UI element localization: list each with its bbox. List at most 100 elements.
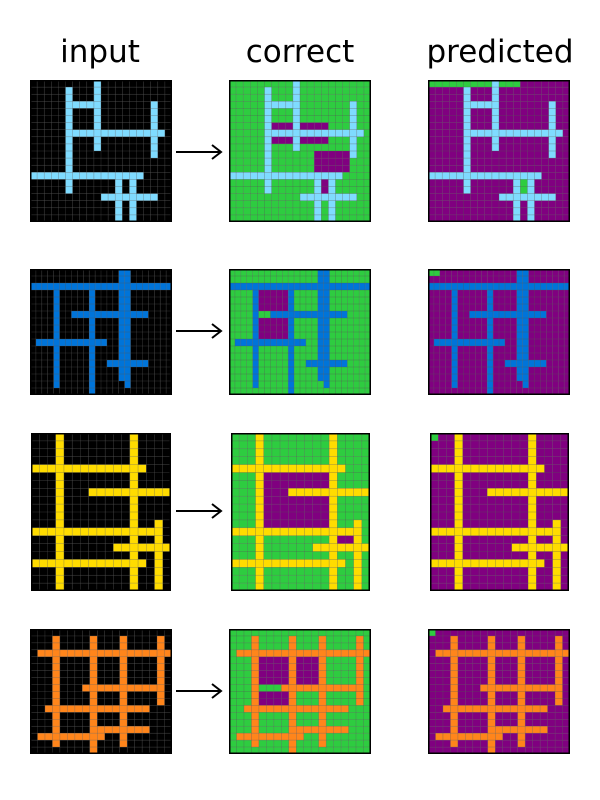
grid-cell: [240, 290, 247, 298]
grid-cell: [154, 559, 163, 568]
grid-cell: [320, 440, 330, 449]
grid-cell: [511, 519, 520, 528]
grid-cell: [271, 543, 281, 552]
grid-cell: [127, 719, 135, 727]
grid-cell: [252, 297, 259, 305]
grid-cell: [555, 214, 563, 222]
grid-cell: [534, 304, 541, 312]
grid-cell: [504, 304, 511, 312]
grid-cell: [345, 496, 354, 505]
grid-cell: [108, 172, 116, 180]
grid-cell: [560, 488, 569, 497]
grid-cell: [312, 559, 321, 568]
grid-cell: [59, 381, 66, 389]
grid-cell: [342, 87, 350, 95]
grid-cell: [162, 551, 171, 560]
grid-cell: [164, 207, 172, 215]
grid-cell: [527, 179, 535, 187]
grid-cell: [59, 663, 68, 671]
grid-cell: [281, 719, 289, 727]
grid-cell: [555, 684, 563, 692]
grid-cell: [465, 670, 473, 678]
grid-cell: [280, 583, 289, 591]
grid-cell: [47, 456, 56, 465]
grid-cell: [240, 381, 247, 389]
grid-cell: [348, 733, 357, 741]
grid-cell: [544, 567, 553, 576]
grid-cell: [72, 129, 80, 137]
grid-cell: [240, 304, 247, 312]
grid-cell: [72, 87, 80, 95]
grid-cell: [532, 705, 541, 713]
grid-cell: [37, 684, 45, 692]
grid-cell: [555, 143, 563, 152]
grid-cell: [296, 684, 304, 692]
grid-cell: [359, 304, 366, 312]
grid-cell: [35, 353, 42, 361]
grid-cell: [363, 193, 371, 201]
grid-cell: [236, 136, 244, 144]
grid-cell: [435, 642, 443, 650]
grid-cell: [148, 353, 155, 361]
grid-cell: [247, 527, 256, 536]
grid-cell: [47, 535, 56, 544]
grid-cell: [510, 367, 517, 375]
grid-cell: [562, 740, 570, 748]
grid-cell: [134, 698, 143, 706]
grid-cell: [304, 488, 313, 497]
grid-cell: [341, 297, 348, 305]
grid-cell: [353, 559, 362, 568]
grid-cell: [164, 677, 172, 685]
grid-cell: [314, 172, 322, 180]
grid-cell: [288, 712, 297, 720]
grid-cell: [229, 290, 235, 298]
grid-cell: [136, 297, 143, 305]
grid-cell: [552, 496, 561, 505]
grid-cell: [502, 733, 511, 741]
grid-cell: [138, 496, 147, 505]
grid-cell: [148, 332, 155, 340]
grid-cell: [317, 374, 324, 382]
grid-cell: [292, 80, 301, 88]
grid-cell: [300, 165, 308, 173]
grid-cell: [52, 684, 60, 692]
grid-cell: [445, 311, 452, 319]
grid-cell: [562, 684, 570, 692]
grid-cell: [462, 575, 471, 584]
grid-cell: [88, 535, 97, 544]
grid-cell: [281, 691, 289, 699]
grid-cell: [113, 488, 122, 497]
grid-cell: [558, 325, 565, 333]
grid-cell: [240, 367, 247, 375]
grid-cell: [97, 629, 105, 636]
grid-cell: [439, 332, 446, 340]
grid-cell: [356, 670, 364, 678]
grid-cell: [477, 80, 485, 88]
grid-cell: [428, 388, 434, 395]
grid-cell: [317, 339, 324, 347]
grid-cell: [129, 207, 137, 215]
grid-cell: [288, 677, 297, 685]
grid-cell: [79, 186, 87, 194]
grid-cell: [71, 332, 78, 340]
grid-cell: [37, 691, 45, 699]
grid-cell: [317, 381, 324, 389]
grid-cell: [450, 726, 458, 734]
grid-cell: [446, 480, 455, 489]
grid-cell: [435, 747, 443, 754]
grid-cell: [79, 115, 87, 123]
grid-cell: [342, 94, 350, 102]
grid-cell: [134, 642, 143, 650]
grid-cell: [365, 276, 371, 284]
grid-cell: [552, 367, 559, 375]
grid-cell: [129, 464, 139, 473]
grid-cell: [77, 269, 84, 277]
grid-cell: [82, 635, 90, 643]
grid-cell: [528, 304, 535, 312]
grid-cell: [457, 381, 464, 389]
grid-cell: [166, 325, 172, 333]
grid-cell: [47, 551, 56, 560]
grid-cell: [164, 193, 172, 201]
grid-cell: [113, 535, 122, 544]
grid-cell: [470, 448, 480, 457]
